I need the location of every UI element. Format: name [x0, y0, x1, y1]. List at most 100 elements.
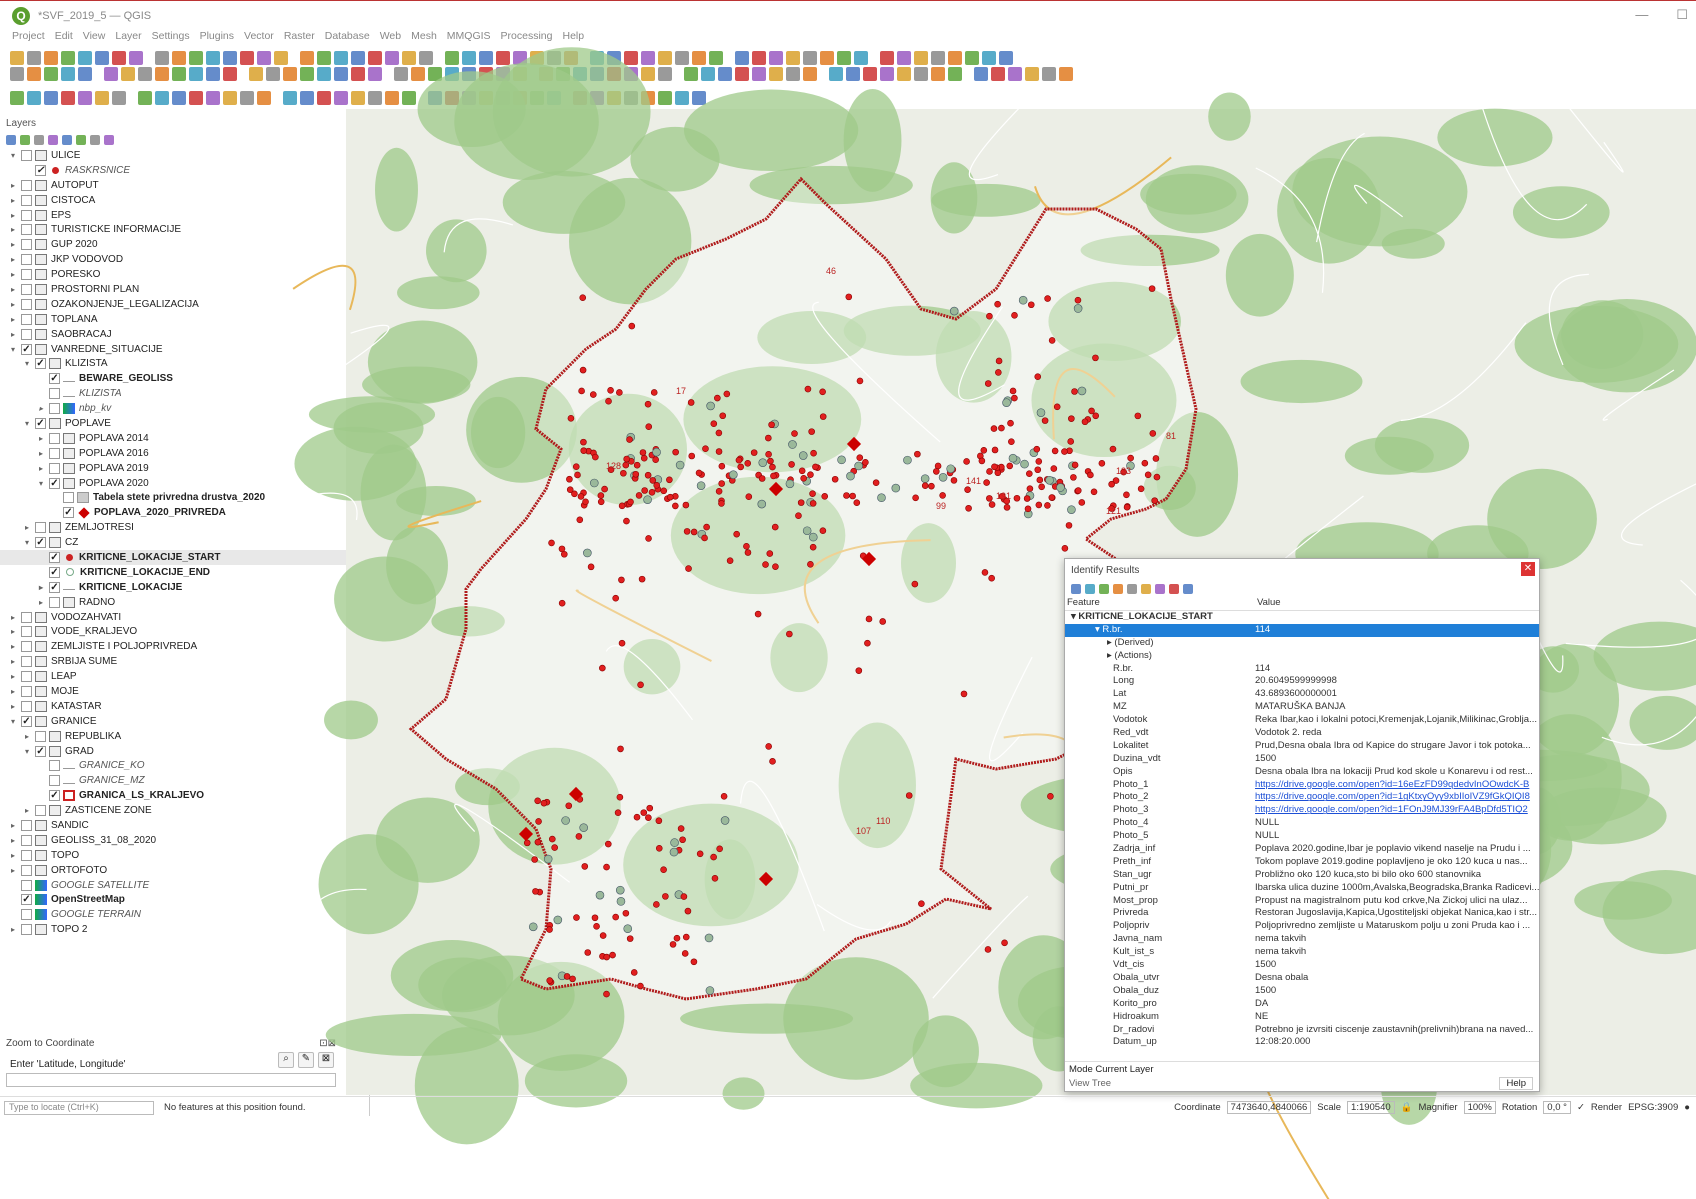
mode-select[interactable]: Current Layer [1095, 1064, 1154, 1075]
layer-checkbox[interactable] [21, 671, 32, 683]
toolbar-tool-icon[interactable] [61, 91, 75, 105]
toolbar-tool-icon[interactable] [991, 67, 1005, 81]
menu-vector[interactable]: Vector [244, 30, 274, 42]
toolbar-tool-icon[interactable] [385, 51, 399, 65]
layer-item[interactable]: ✓RASKRSNICE [0, 163, 369, 178]
toolbar-tool-icon[interactable] [172, 91, 186, 105]
expand-icon[interactable]: ▸ [38, 448, 43, 458]
identify-tool-icon[interactable] [1127, 584, 1137, 594]
toolbar-tool-icon[interactable] [854, 51, 868, 65]
toolbar-tool-icon[interactable] [223, 67, 237, 81]
layer-item[interactable]: ▸ZEMLJOTRESI [0, 520, 369, 535]
toolbar-tool-icon[interactable] [411, 67, 425, 81]
layer-checkbox[interactable] [21, 924, 32, 936]
identify-tool-icon[interactable] [1141, 584, 1151, 594]
toolbar-tool-icon[interactable] [692, 91, 706, 105]
layer-checkbox[interactable] [21, 864, 32, 876]
view-select[interactable]: Tree [1091, 1078, 1112, 1089]
layer-checkbox[interactable] [35, 730, 46, 742]
layer-tool-icon[interactable] [34, 135, 44, 145]
toolbar-tool-icon[interactable] [1025, 67, 1039, 81]
maximize-button[interactable]: ☐ [1676, 7, 1688, 22]
toolbar-tool-icon[interactable] [965, 51, 979, 65]
layer-checkbox[interactable] [63, 492, 74, 504]
magnifier-field[interactable]: 100% [1463, 1101, 1496, 1114]
layer-item[interactable]: ▸VODE_KRALJEVO [0, 625, 369, 640]
menu-database[interactable]: Database [324, 30, 370, 42]
layer-checkbox[interactable]: ✓ [35, 417, 46, 429]
layer-checkbox[interactable]: ✓ [35, 537, 46, 549]
derived-node[interactable]: ▸ (Derived) [1107, 636, 1154, 648]
toolbar-tool-icon[interactable] [496, 51, 510, 65]
layer-item[interactable]: ✓BEWARE_GEOLISS [0, 371, 369, 386]
layer-checkbox[interactable] [21, 254, 32, 266]
layer-checkbox[interactable] [21, 909, 32, 921]
layer-checkbox[interactable] [21, 149, 32, 161]
expand-icon[interactable]: ▸ [10, 225, 15, 235]
toolbar-tool-icon[interactable] [95, 91, 109, 105]
toolbar-tool-icon[interactable] [803, 67, 817, 81]
toolbar-tool-icon[interactable] [172, 67, 186, 81]
layer-checkbox[interactable] [21, 283, 32, 295]
menu-layer[interactable]: Layer [115, 30, 142, 42]
layer-item[interactable]: ▸CISTOCA [0, 193, 369, 208]
identify-tool-icon[interactable] [1169, 584, 1179, 594]
toolbar-tool-icon[interactable] [658, 51, 672, 65]
locator-input[interactable]: Type to locate (Ctrl+K) [4, 1100, 154, 1115]
coordinate-field[interactable]: 7473640,4840066 [1226, 1101, 1312, 1114]
toolbar-tool-icon[interactable] [914, 67, 928, 81]
toolbar-tool-icon[interactable] [1042, 67, 1056, 81]
expand-icon[interactable]: ▸ [38, 597, 43, 607]
layer-item[interactable]: ▾✓GRANICE [0, 714, 369, 729]
toolbar-tool-icon[interactable] [223, 91, 237, 105]
toolbar-tool-icon[interactable] [684, 67, 698, 81]
toolbar-tool-icon[interactable] [999, 51, 1013, 65]
layer-tool-icon[interactable] [48, 135, 58, 145]
attribute-row[interactable]: R.br.114 [1065, 663, 1539, 676]
toolbar-tool-icon[interactable] [266, 67, 280, 81]
expand-icon[interactable]: ▸ [10, 284, 15, 294]
layer-item[interactable]: ▸RADNO [0, 595, 369, 610]
toolbar-tool-icon[interactable] [880, 51, 894, 65]
toolbar-tool-icon[interactable] [300, 51, 314, 65]
layer-checkbox[interactable]: ✓ [49, 373, 60, 385]
layer-item[interactable]: ▸POPLAVA 2019 [0, 461, 369, 476]
identify-tool-icon[interactable] [1099, 584, 1109, 594]
toolbar-tool-icon[interactable] [334, 51, 348, 65]
expand-icon[interactable]: ▸ [10, 627, 15, 637]
layer-item[interactable]: ▸ZEMLJISTE I POLJOPRIVREDA [0, 639, 369, 654]
layer-item[interactable]: ▾✓VANREDNE_SITUACIJE [0, 342, 369, 357]
menu-web[interactable]: Web [379, 30, 402, 42]
layer-item[interactable]: ▸OZAKONJENJE_LEGALIZACIJA [0, 297, 369, 312]
expand-icon[interactable]: ▸ [24, 731, 29, 741]
layer-checkbox[interactable] [21, 209, 32, 221]
layer-checkbox[interactable]: ✓ [49, 581, 60, 593]
expand-icon[interactable]: ▸ [24, 806, 29, 816]
toolbar-tool-icon[interactable] [78, 51, 92, 65]
layer-checkbox[interactable] [21, 834, 32, 846]
toolbar-tool-icon[interactable] [206, 67, 220, 81]
toolbar-tool-icon[interactable] [317, 91, 331, 105]
expand-icon[interactable]: ▸ [10, 657, 15, 667]
expand-icon[interactable]: ▸ [10, 850, 15, 860]
toolbar-tool-icon[interactable] [368, 91, 382, 105]
toolbar-tool-icon[interactable] [95, 51, 109, 65]
layer-checkbox[interactable] [21, 700, 32, 712]
toolbar-tool-icon[interactable] [1059, 67, 1073, 81]
layer-item[interactable]: ▾ULICE [0, 148, 369, 163]
expand-icon[interactable]: ▸ [10, 210, 15, 220]
toolbar-tool-icon[interactable] [752, 67, 766, 81]
expand-icon[interactable]: ▸ [10, 612, 15, 622]
layer-checkbox[interactable]: ✓ [35, 358, 46, 370]
toolbar-tool-icon[interactable] [837, 51, 851, 65]
layer-item[interactable]: ▸SAOBRACAJ [0, 327, 369, 342]
rotation-field[interactable]: 0,0 ° [1543, 1101, 1571, 1114]
toolbar-tool-icon[interactable] [982, 51, 996, 65]
